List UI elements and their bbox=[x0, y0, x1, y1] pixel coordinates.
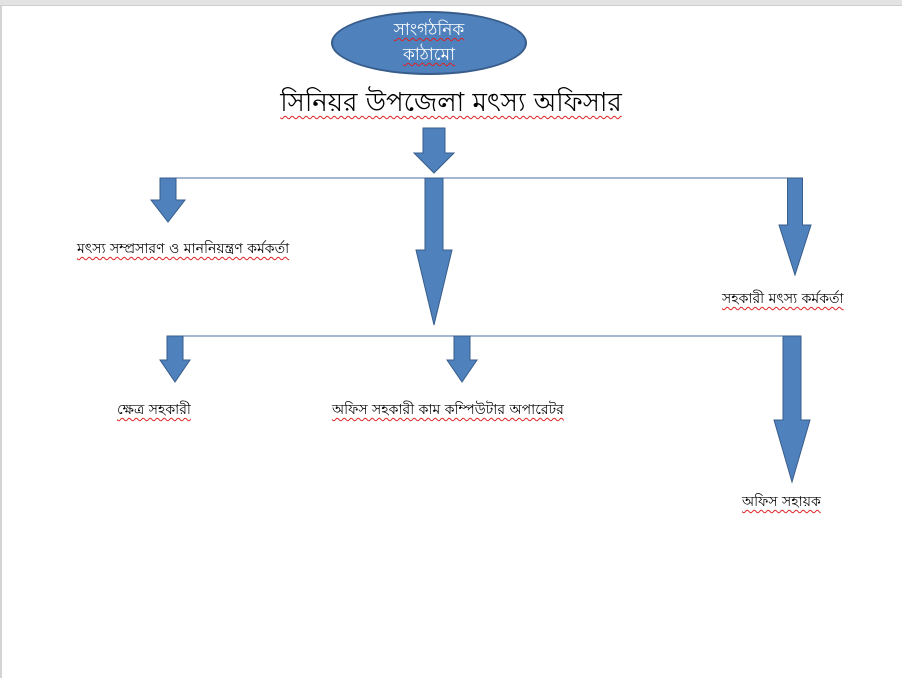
section-title-badge: সাংগঠনিক কাঠামো bbox=[331, 11, 527, 75]
down-arrow-icon bbox=[773, 335, 811, 484]
page-top-edge bbox=[0, 0, 902, 6]
head-position-text: সিনিয়র উপজেলা মৎস্য অফিসার bbox=[280, 88, 622, 118]
down-arrow-icon bbox=[446, 335, 478, 383]
down-arrow-icon bbox=[149, 177, 187, 223]
position-office-helper: অফিস সহায়ক bbox=[742, 494, 821, 510]
down-arrow-icon bbox=[415, 177, 453, 326]
badge-line-2: কাঠামো bbox=[402, 45, 456, 65]
down-arrow-icon bbox=[412, 127, 456, 174]
head-position-title: সিনিয়র উপজেলা মৎস্য অফিসার bbox=[0, 82, 902, 126]
down-arrow-icon bbox=[159, 335, 191, 383]
page-left-edge bbox=[0, 6, 2, 678]
down-arrow-icon bbox=[778, 177, 812, 277]
badge-line-1: সাংগঠনিক bbox=[393, 20, 465, 40]
position-assistant-officer: সহকারী মৎস্য কর্মকর্তা bbox=[722, 291, 844, 307]
position-field-assistant: ক্ষেত্র সহকারী bbox=[117, 402, 191, 418]
position-office-assistant-operator: অফিস সহকারী কাম কম্পিউটার অপারেটর bbox=[332, 402, 564, 418]
position-extension-officer: মৎস্য সম্প্রসারণ ও মাননিয়ন্ত্রণ কর্মকর্… bbox=[77, 241, 290, 257]
